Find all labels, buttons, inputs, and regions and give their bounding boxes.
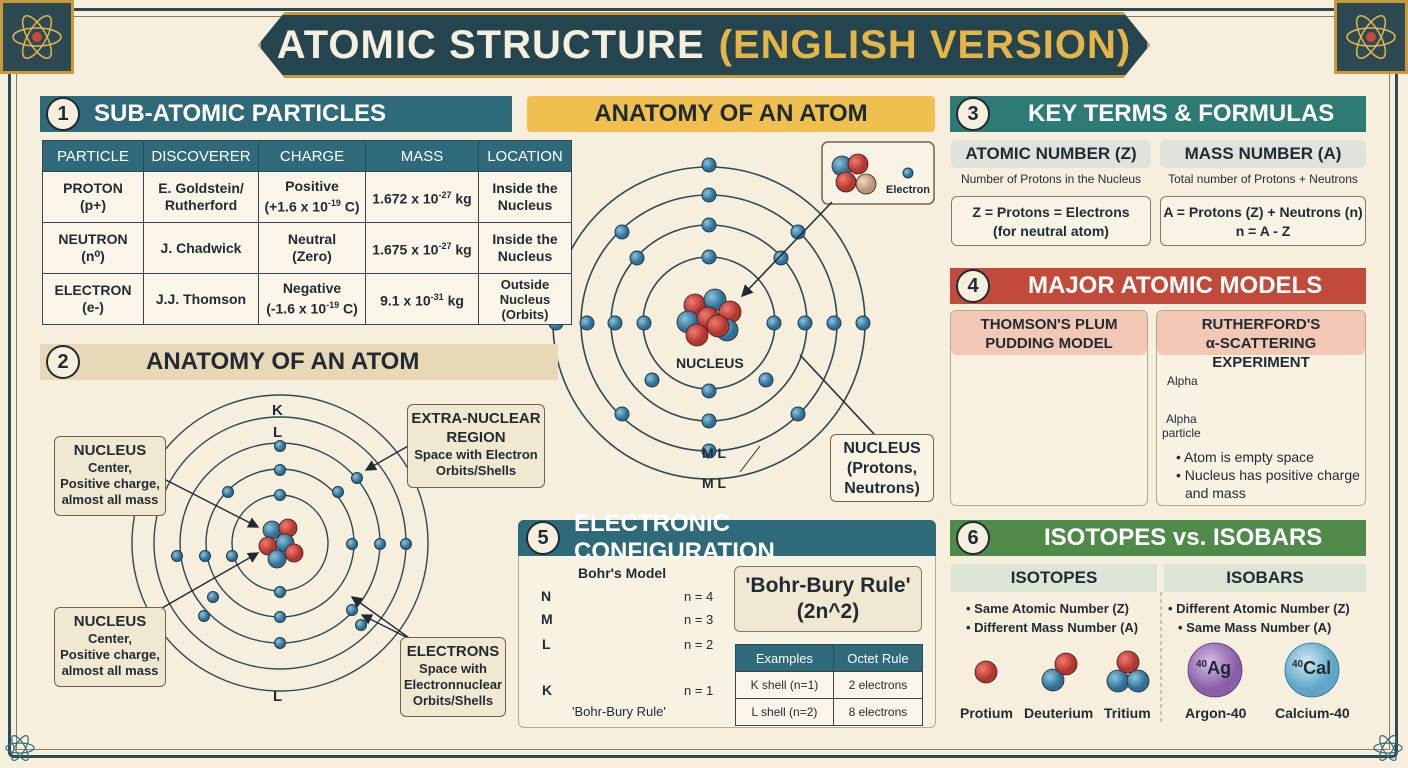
particles-table: PARTICLE DISCOVERER CHARGE MASS LOCATION… [42, 140, 572, 325]
deuterium-label: Deuterium [1024, 705, 1094, 721]
atomic-number-title: ATOMIC NUMBER (Z) [951, 140, 1151, 168]
small-electrons [171, 440, 412, 649]
section1-number: 1 [46, 97, 80, 131]
section3-header: 3 KEY TERMS & FORMULAS [950, 96, 1366, 132]
isobars-title: ISOBARS [1164, 564, 1366, 592]
mass-number-desc: Total number of Protons + Neutrons [1168, 172, 1358, 186]
center-nucleus-label: NUCLEUS [676, 355, 744, 371]
level-n3: n = 3 [684, 612, 714, 627]
small-nucleus [258, 518, 304, 569]
section2-number: 2 [46, 345, 80, 379]
section5-header: 5 ELECTRONIC CONFIGURATION [518, 510, 936, 565]
section3-number: 3 [956, 97, 990, 131]
bohr-model-label: Bohr's Model [578, 565, 667, 581]
table-row: ELECTRON(e-) J.J. Thomson Negative(-1.6 … [42, 273, 572, 325]
protium-label: Protium [960, 705, 1013, 721]
section6-title: ISOTOPES vs. ISOBARS [1044, 524, 1323, 551]
nucleus-protons-neutrons-box: NUCLEUS(Protons,Neutrons) [830, 434, 934, 502]
center-shell-label-2: M L [702, 475, 727, 491]
level-n4: n = 4 [684, 589, 714, 604]
atom-icon [5, 735, 35, 761]
alpha-label: Alpha [1167, 374, 1198, 388]
table-row: K shell (n=1)2 electrons [735, 671, 924, 699]
shell-label-k: K [272, 402, 283, 419]
shell-k: K [542, 682, 553, 698]
mass-number-title: MASS NUMBER (A) [1160, 140, 1366, 168]
section4-number: 4 [956, 269, 990, 303]
atom-icon [12, 14, 62, 60]
col-charge: CHARGE [258, 140, 366, 172]
section3-title: KEY TERMS & FORMULAS [1028, 100, 1335, 127]
isotope-bullets: • Same Atomic Number (Z)• Different Mass… [966, 601, 1139, 635]
section6-number: 6 [956, 521, 990, 555]
mass-number-formula: A = Protons (Z) + Neutrons (n)n = A - Z [1160, 196, 1366, 246]
tritium-label: Tritium [1104, 705, 1151, 721]
bohr-bury-footer: 'Bohr-Bury Rule' [572, 704, 666, 719]
section4-header: 4 MAJOR ATOMIC MODELS [950, 268, 1366, 304]
section4-title: MAJOR ATOMIC MODELS [1028, 272, 1323, 299]
section6-header: 6 ISOTOPES vs. ISOBARS [950, 520, 1366, 556]
argon-symbol: 40Ag [1196, 658, 1232, 678]
isotope-diagrams [974, 642, 1340, 698]
col-discoverer: DISCOVERER [143, 140, 259, 172]
title-highlight: (ENGLISH VERSION) [718, 22, 1132, 67]
section1-header: 1 SUB-ATOMIC PARTICLES [40, 96, 512, 132]
isotopes-title: ISOTOPES [951, 564, 1157, 592]
center-nucleus [676, 288, 742, 347]
level-n1: n = 1 [684, 683, 714, 698]
isobar-bullets: • Different Atomic Number (Z)• Same Mass… [1168, 601, 1350, 635]
table-row: NEUTRON(n⁰) J. Chadwick Neutral(Zero) 1.… [42, 222, 572, 274]
atomic-number-formula: Z = Protons = Electrons(for neutral atom… [951, 196, 1151, 246]
center-header: ANATOMY OF AN ATOM [527, 96, 935, 132]
col-particle: PARTICLE [42, 140, 144, 172]
table-row: PROTON(p+) E. Goldstein/Rutherford Posit… [42, 171, 572, 223]
col-location: LOCATION [478, 140, 572, 172]
shell-m: M [541, 611, 553, 627]
col-mass: MASS [365, 140, 479, 172]
calcium-label: Calcium-40 [1275, 705, 1350, 721]
center-shell-label-1: M L [702, 445, 727, 461]
calcium-symbol: 40Cal [1292, 658, 1332, 678]
title-main: ATOMIC STRUCTURE [276, 22, 705, 67]
inset-nucleus [831, 153, 877, 195]
bohr-bury-rule-box: 'Bohr-Bury Rule'(2n^2) [734, 566, 922, 632]
shell-l: L [542, 636, 551, 652]
section5-title: ELECTRONIC CONFIGURATION [574, 510, 775, 565]
inset-electron [902, 167, 914, 179]
shell-n: N [541, 588, 552, 604]
center-electrons [548, 157, 871, 459]
rutherford-bullets: • Atom is empty space• Nucleus has posit… [1176, 449, 1360, 501]
outer-frame [8, 8, 1398, 758]
atom-icon [1346, 14, 1396, 60]
title-banner: ATOMIC STRUCTURE (ENGLISH VERSION) [258, 12, 1150, 78]
center-title: ANATOMY OF AN ATOM [594, 100, 868, 127]
section1-title: SUB-ATOMIC PARTICLES [94, 100, 386, 127]
table-row: L shell (n=2)8 electrons [735, 698, 924, 726]
atomic-number-desc: Number of Protons in the Nucleus [960, 172, 1142, 186]
section2-title: ANATOMY OF AN ATOM [146, 348, 420, 375]
shell-label-l: L [273, 424, 283, 441]
section5-number: 5 [526, 521, 560, 555]
electron-inset-label: Electron [886, 184, 931, 196]
argon-label: Argon-40 [1185, 705, 1247, 721]
section2-header: 2 ANATOMY OF AN ATOM [40, 344, 558, 380]
atom-icon [1373, 735, 1403, 761]
level-n2: n = 2 [684, 637, 714, 652]
shell-label-l-bottom: L [273, 688, 283, 705]
